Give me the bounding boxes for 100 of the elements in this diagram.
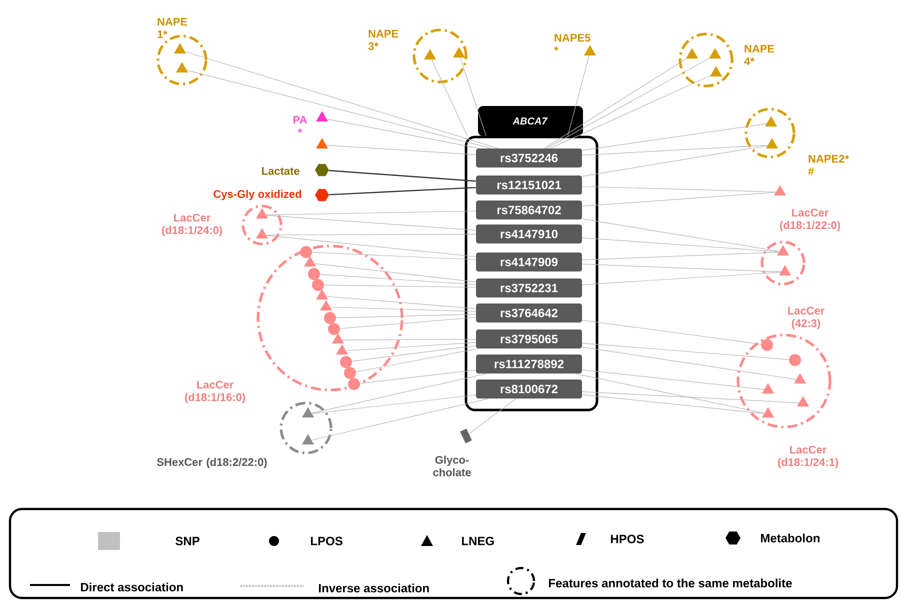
triangle-marker (796, 396, 810, 406)
triangle-marker (424, 49, 436, 60)
node-label: NAPE (158, 18, 188, 26)
circle-marker (328, 323, 340, 335)
node-label: NAPE 4* (744, 44, 774, 66)
association-line (582, 237, 780, 252)
legend-label: SNP (176, 536, 200, 546)
metabolite-label: LacCer (42:3) (788, 306, 824, 330)
triangle-marker (256, 208, 268, 218)
metabolite-group: LacCer (d18:1/16:0) (185, 244, 404, 404)
triangle-marker (174, 43, 186, 54)
triangle-marker (776, 245, 790, 256)
circle-marker (312, 279, 324, 291)
metabolite-group: LacCer (d18:1/24:1) (736, 334, 838, 468)
triangle-marker (452, 47, 466, 58)
association-line (550, 75, 711, 149)
circle-marker (324, 312, 336, 324)
circle-marker (300, 246, 312, 258)
association-line (184, 51, 498, 149)
association-line (582, 264, 782, 272)
association-line (582, 370, 764, 390)
node-label: ABCA7 (512, 117, 548, 125)
association-line (582, 342, 790, 360)
association-line (326, 296, 476, 309)
legend-label: Direct association (81, 582, 183, 592)
association-line (324, 284, 476, 288)
snp-box: rs3795065 (476, 330, 582, 348)
snp-box: rs75864702 (476, 200, 582, 220)
association-line (582, 252, 779, 260)
association-line (582, 218, 780, 252)
node-label: LacCer (d18:1/16:0) (184, 380, 246, 404)
association-line (567, 55, 590, 136)
association-line (311, 373, 486, 414)
circle-marker (789, 354, 801, 366)
association-line (352, 345, 476, 362)
legend-label: Inverse association (319, 584, 429, 592)
association-line (340, 317, 476, 329)
association-line (314, 263, 476, 282)
snp-box: rs12151021 (476, 176, 582, 194)
metabolite-label: Glyco- cholate (433, 456, 471, 476)
association-line (311, 398, 488, 440)
association-line (342, 338, 476, 340)
legend-label: HPOS (611, 534, 644, 544)
snp-box: rs4147910 (476, 224, 582, 244)
triangle-marker (320, 300, 332, 310)
snp-box: rs3752231 (476, 278, 582, 298)
triangle-marker (332, 333, 344, 344)
legend-label: Features annotated to the same metabolite (549, 578, 792, 588)
triangle-marker (710, 66, 722, 76)
triangle-marker (316, 289, 328, 300)
association-line (582, 391, 800, 404)
metabolite-group: NAPE 1* (156, 18, 208, 86)
association-line (582, 346, 796, 380)
association-line (186, 70, 492, 149)
metabolite-label: Lactate (262, 167, 300, 175)
association-line (546, 58, 710, 149)
association-line (266, 234, 476, 236)
triangle-marker (774, 185, 786, 196)
node-label: SHexCer (d18:2/22:0) (156, 458, 267, 468)
association-line (582, 320, 762, 344)
triangle-marker (764, 116, 778, 126)
triangle-marker (778, 265, 792, 276)
node-label: LacCer (d18:1/22:0) (780, 208, 840, 232)
snp-box: rs3752246 (476, 148, 582, 168)
node-label: NAPE 3* (368, 30, 398, 50)
association-line (266, 215, 476, 231)
association-line (582, 394, 764, 414)
metabolite-group: NAPE2* # (744, 108, 849, 176)
snp-box: rs4147909 (476, 252, 582, 272)
snp-box: rs3764642 (476, 304, 582, 322)
triangle-marker (762, 407, 774, 418)
metabolite-label: Cys-Gly oxidized (214, 190, 302, 200)
association-line (266, 235, 476, 257)
legend-label: LPOS (311, 536, 342, 546)
triangle-marker (316, 138, 328, 148)
association-line (330, 306, 476, 312)
legend-label: Metabolon (761, 534, 820, 542)
association-line (356, 348, 478, 372)
association-line (328, 170, 476, 182)
triangle-marker (686, 48, 698, 58)
circle-marker (340, 356, 352, 368)
node-label: LacCer (d18:1/24:0) (162, 214, 222, 236)
circle-marker (348, 378, 360, 390)
legend-label: LNEG (462, 536, 494, 546)
triangle-marker (708, 48, 722, 58)
association-line (326, 144, 476, 155)
association-line (312, 394, 476, 414)
triangle-marker (256, 228, 268, 238)
association-line (346, 342, 476, 352)
association-line (460, 57, 486, 136)
association-line (582, 192, 776, 206)
metabolite-label: NAPE5 * (554, 34, 590, 51)
node-label: NAPE2* # (808, 154, 849, 176)
metabolite-group: LacCer (d18:1/24:0) (162, 204, 282, 246)
snp-box: rs111278892 (476, 354, 582, 374)
association-line (336, 314, 476, 318)
association-line (312, 252, 476, 260)
association-line (320, 274, 476, 285)
circle-marker (761, 339, 773, 351)
triangle-marker (304, 256, 316, 266)
